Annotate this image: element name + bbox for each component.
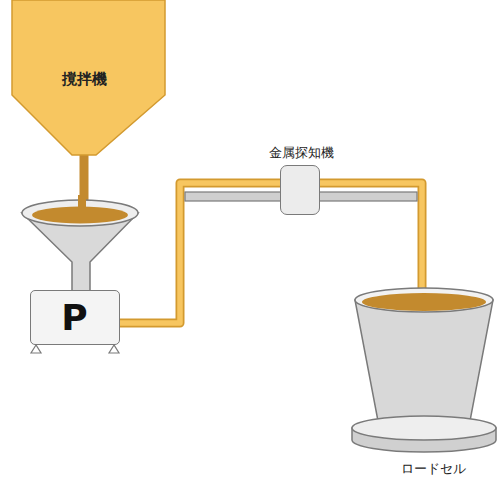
bucket-liquid [362,293,486,311]
metal-detector-box: 金属探知機 [280,165,320,215]
bucket-rim [355,288,493,312]
pump-foot [31,345,41,353]
load-cell-node: ロードセル [352,312,498,484]
node-label: 金属探知機 [269,144,334,162]
material-stream [84,154,85,290]
scale-side [352,428,496,452]
funnel-rim [22,200,138,226]
funnel [22,213,138,291]
bucket [355,300,493,421]
node-label: ロードセル [401,460,466,478]
pipe [320,183,422,312]
stream-end [78,195,86,215]
node-label: P [61,297,87,338]
funnel-liquid [32,207,128,224]
mixer-hopper [12,0,165,155]
node-label: 撹拌機 [62,70,107,89]
pump-box: P [30,290,120,345]
pipe [120,183,280,323]
mixer-hopper-box: 撹拌機 [12,0,165,155]
pump-foot [109,345,119,353]
scale-top [352,416,496,440]
